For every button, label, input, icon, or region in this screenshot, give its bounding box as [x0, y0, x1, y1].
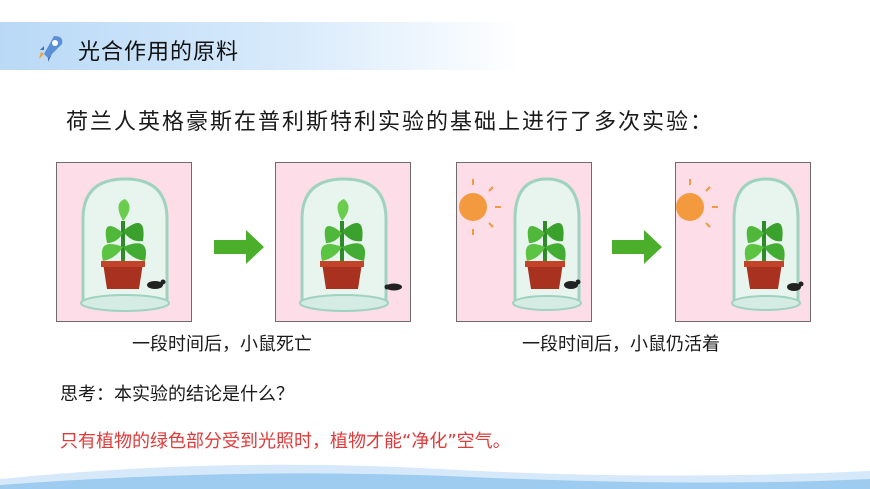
intro-text: 荷兰人英格豪斯在普利斯特利实验的基础上进行了多次实验： [66, 110, 715, 135]
experiment-panel-light-before [456, 162, 592, 322]
experiment-panel-dark-after [275, 162, 411, 322]
caption-left: 一段时间后，小鼠死亡 [132, 334, 312, 355]
conclusion-text: 只有植物的绿色部分受到光照时，植物才能“净化”空气。 [60, 431, 511, 452]
experiment-panel-light-after [675, 162, 811, 322]
arrow-right-icon [214, 230, 264, 264]
footer-wave [0, 464, 870, 489]
sun-icon [459, 179, 501, 235]
experiment-panel-dark-before [56, 162, 192, 322]
slide-title: 光合作用的原料 [78, 40, 240, 65]
question-text: 思考：本实验的结论是什么？ [60, 384, 294, 405]
arrow-right-icon [612, 230, 662, 264]
caption-right: 一段时间后，小鼠仍活着 [522, 334, 720, 355]
header-band [0, 22, 520, 70]
rocket-icon [39, 36, 63, 62]
sun-icon [676, 179, 718, 228]
